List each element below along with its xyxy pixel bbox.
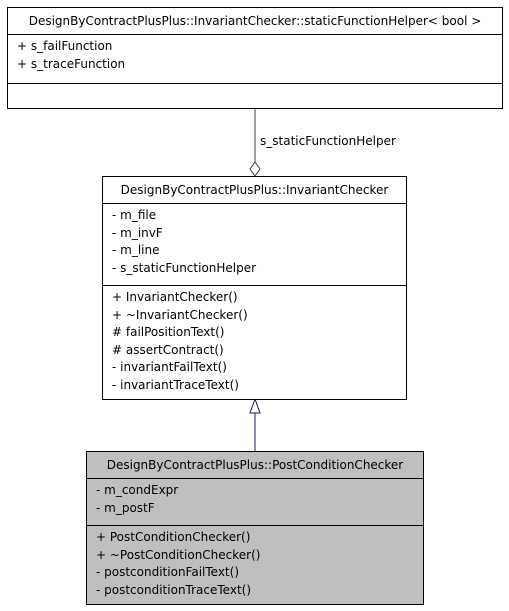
attribute-section: + s_failFunction + s_traceFunction	[8, 35, 502, 84]
operation: + InvariantChecker()	[112, 290, 238, 304]
class-box-post-condition-checker[interactable]: DesignByContractPlusPlus::PostConditionC…	[86, 451, 424, 605]
attribute: - m_line	[112, 243, 160, 257]
operation: - postconditionFailText()	[96, 565, 239, 579]
attribute: + s_traceFunction	[17, 56, 126, 71]
class-name: DesignByContractPlusPlus::PostConditionC…	[87, 452, 423, 479]
attribute: - m_condExpr	[96, 483, 179, 497]
operation: + ~InvariantChecker()	[112, 307, 248, 322]
attribute: - m_invF	[112, 225, 163, 240]
operation: + ~PostConditionChecker()	[96, 547, 261, 562]
class-box-static-function-helper[interactable]: DesignByContractPlusPlus::InvariantCheck…	[7, 7, 503, 109]
attribute-section: - m_file - m_invF - m_line - s_staticFun…	[103, 204, 406, 286]
operation-section	[8, 84, 502, 110]
operation: - postconditionTraceText()	[96, 582, 252, 597]
operation: + PostConditionChecker()	[96, 530, 251, 544]
class-name: DesignByContractPlusPlus::InvariantCheck…	[103, 177, 406, 204]
operation: # assertContract()	[112, 342, 224, 357]
aggregation-label: s_staticFunctionHelper	[260, 134, 396, 148]
operation: - invariantFailText()	[112, 360, 227, 374]
attribute: - m_file	[112, 208, 157, 222]
operation: # failPositionText()	[112, 325, 225, 339]
operation-section: + InvariantChecker() + ~InvariantChecker…	[103, 286, 406, 398]
attribute: - s_staticFunctionHelper	[112, 260, 257, 275]
attribute: - m_postF	[96, 500, 155, 515]
operation: - invariantTraceText()	[112, 377, 239, 392]
operation-section: + PostConditionChecker() + ~PostConditio…	[87, 526, 423, 603]
attribute-section: - m_condExpr - m_postF	[87, 479, 423, 526]
class-name: DesignByContractPlusPlus::InvariantCheck…	[8, 8, 502, 35]
class-box-invariant-checker[interactable]: DesignByContractPlusPlus::InvariantCheck…	[102, 176, 407, 400]
aggregation-diamond	[249, 161, 261, 177]
attribute: + s_failFunction	[17, 39, 113, 53]
inheritance-arrowhead	[249, 397, 261, 414]
